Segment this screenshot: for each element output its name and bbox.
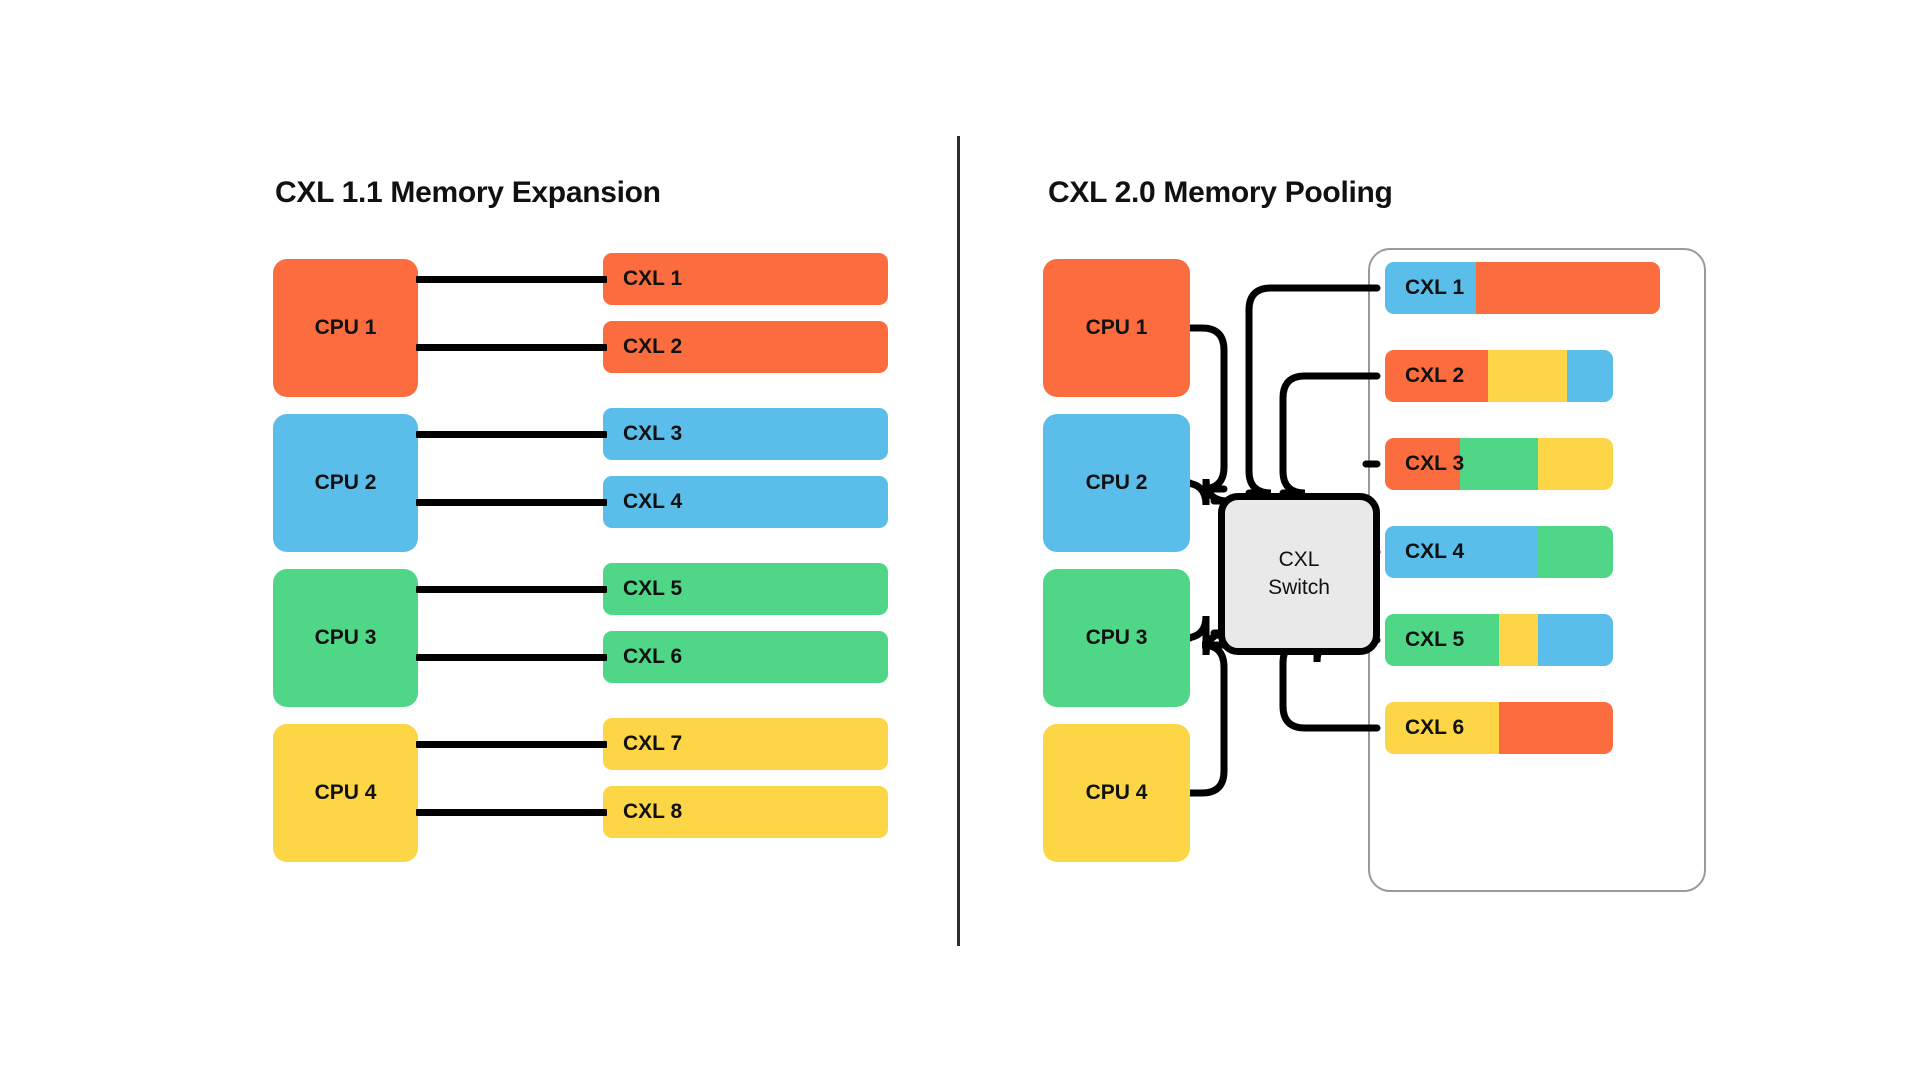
pool-cpu-node-label: CPU 4 [1085,781,1148,804]
pool-cpu-node-1[interactable]: CPU 1 [1043,259,1190,397]
cpu-memory-link [416,809,607,816]
pool-cpu-node-label: CPU 1 [1085,316,1148,339]
cxl-memory-label: CXL 2 [623,335,683,358]
cpu-node-3[interactable]: CPU 3 [273,569,418,707]
cxl-memory-label: CXL 7 [623,732,683,755]
cpu-node-4[interactable]: CPU 4 [273,724,418,862]
cxl-memory-cxl-5[interactable]: CXL 5 [603,563,888,615]
memory-segment-3 [1567,350,1613,402]
memory-segment-3 [1537,438,1613,490]
cpu-node-label: CPU 1 [314,316,377,339]
cpu-node-1[interactable]: CPU 1 [273,259,418,397]
cxl-memory-cxl-8[interactable]: CXL 8 [603,786,888,838]
pooled-memory-label: CXL 1 [1405,276,1465,299]
pooled-memory-cxl-6[interactable]: CXL 6 [1385,702,1613,754]
panel-divider [957,136,960,946]
cpu-memory-link [416,586,607,593]
pooled-memory-label: CXL 2 [1405,364,1465,387]
cpu-memory-link [416,276,607,283]
left-panel-title: CXL 1.1 Memory Expansion [275,176,661,209]
pooled-memory-label: CXL 4 [1405,540,1465,563]
cpu-memory-link [416,344,607,351]
cpu-node-label: CPU 2 [314,471,377,494]
pooled-memory-cxl-4[interactable]: CXL 4 [1385,526,1613,578]
pool-cpu-node-label: CPU 3 [1085,626,1148,649]
pooled-memory-cxl-3[interactable]: CXL 3 [1385,438,1613,490]
cxl-memory-label: CXL 4 [623,490,683,513]
cxl-memory-label: CXL 1 [623,267,683,290]
memory-segment-2 [1499,614,1538,666]
cpu-memory-link [416,499,607,506]
cpu-memory-link [416,741,607,748]
pooled-memory-cxl-5[interactable]: CXL 5 [1385,614,1613,666]
pool-cpu-node-4[interactable]: CPU 4 [1043,724,1190,862]
cxl-memory-label: CXL 8 [623,800,683,823]
memory-segment-2 [1499,702,1613,754]
wire-cpu4-to-switch [1186,641,1228,797]
cxl-memory-label: CXL 5 [623,577,683,600]
pool-cpu-node-label: CPU 2 [1085,471,1148,494]
pool-cpu-node-3[interactable]: CPU 3 [1043,569,1190,707]
memory-segment-2 [1460,438,1538,490]
memory-segment-2 [1537,526,1613,578]
cxl-memory-cxl-3[interactable]: CXL 3 [603,408,888,460]
cpu-memory-link [416,654,607,661]
memory-segment-1 [1385,526,1538,578]
pool-cpu-node-2[interactable]: CPU 2 [1043,414,1190,552]
cxl-memory-label: CXL 3 [623,422,683,445]
pooled-memory-label: CXL 3 [1405,452,1465,475]
pooled-memory-label: CXL 6 [1405,716,1465,739]
memory-segment-1 [1385,438,1461,490]
cpu-node-label: CPU 3 [314,626,377,649]
pooled-memory-cxl-2[interactable]: CXL 2 [1385,350,1613,402]
memory-segment-2 [1487,350,1568,402]
cxl-switch-node[interactable]: CXL Switch [1218,493,1380,655]
pooled-memory-cxl-1[interactable]: CXL 1 [1385,262,1660,314]
cxl-memory-cxl-7[interactable]: CXL 7 [603,718,888,770]
cxl-memory-cxl-6[interactable]: CXL 6 [603,631,888,683]
memory-segment-1 [1385,614,1499,666]
wire-cpu1-to-switch [1186,324,1228,493]
memory-segment-2 [1475,262,1660,314]
memory-segment-3 [1537,614,1613,666]
cxl-memory-label: CXL 6 [623,645,683,668]
cxl-switch-line2: Switch [1268,576,1330,599]
pooled-memory-label: CXL 5 [1405,628,1465,651]
memory-segment-1 [1385,350,1488,402]
cxl-switch-line1: CXL [1278,548,1320,572]
memory-segment-1 [1385,262,1476,314]
wire-switch-to-cxl2 [1279,372,1381,497]
cxl-memory-cxl-1[interactable]: CXL 1 [603,253,888,305]
wire-switch-to-cxl1 [1245,284,1381,497]
memory-segment-1 [1385,702,1499,754]
cxl-memory-cxl-4[interactable]: CXL 4 [603,476,888,528]
cpu-node-label: CPU 4 [314,781,377,804]
cpu-node-2[interactable]: CPU 2 [273,414,418,552]
right-panel-title: CXL 2.0 Memory Pooling [1048,176,1393,209]
cxl-memory-cxl-2[interactable]: CXL 2 [603,321,888,373]
cpu-memory-link [416,431,607,438]
